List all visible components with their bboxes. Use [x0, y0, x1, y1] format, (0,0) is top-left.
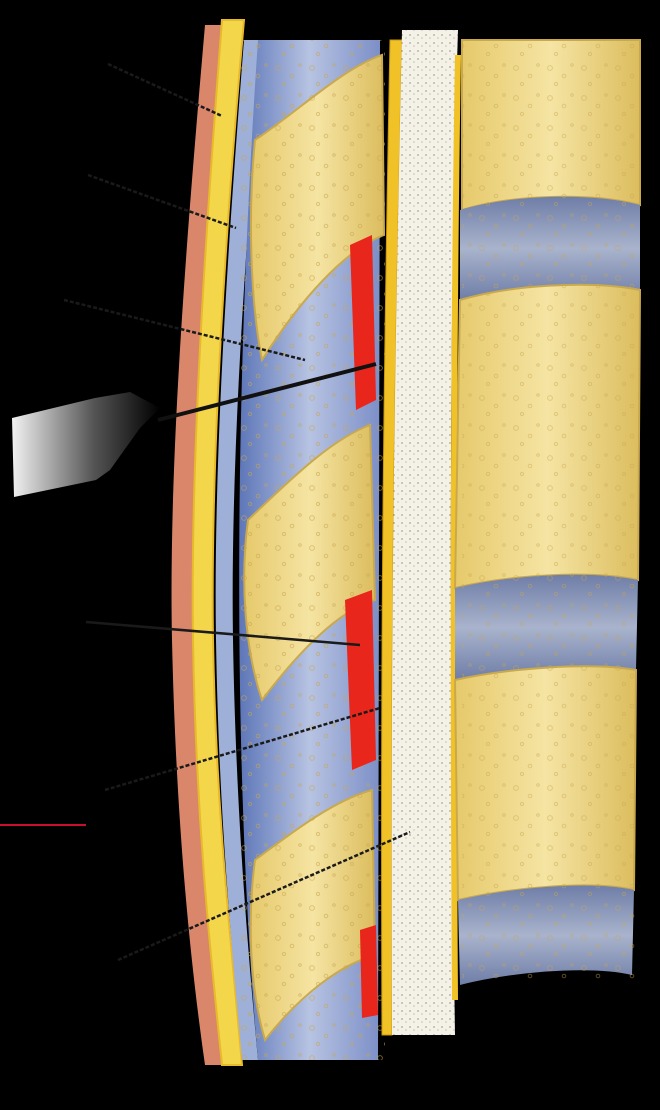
needle-hub [12, 392, 160, 497]
bone-texture [240, 40, 385, 1060]
vertebral-texture [462, 40, 637, 980]
ligamentum-flavum-lower [360, 925, 378, 1018]
subarachnoid-space [392, 30, 458, 1035]
